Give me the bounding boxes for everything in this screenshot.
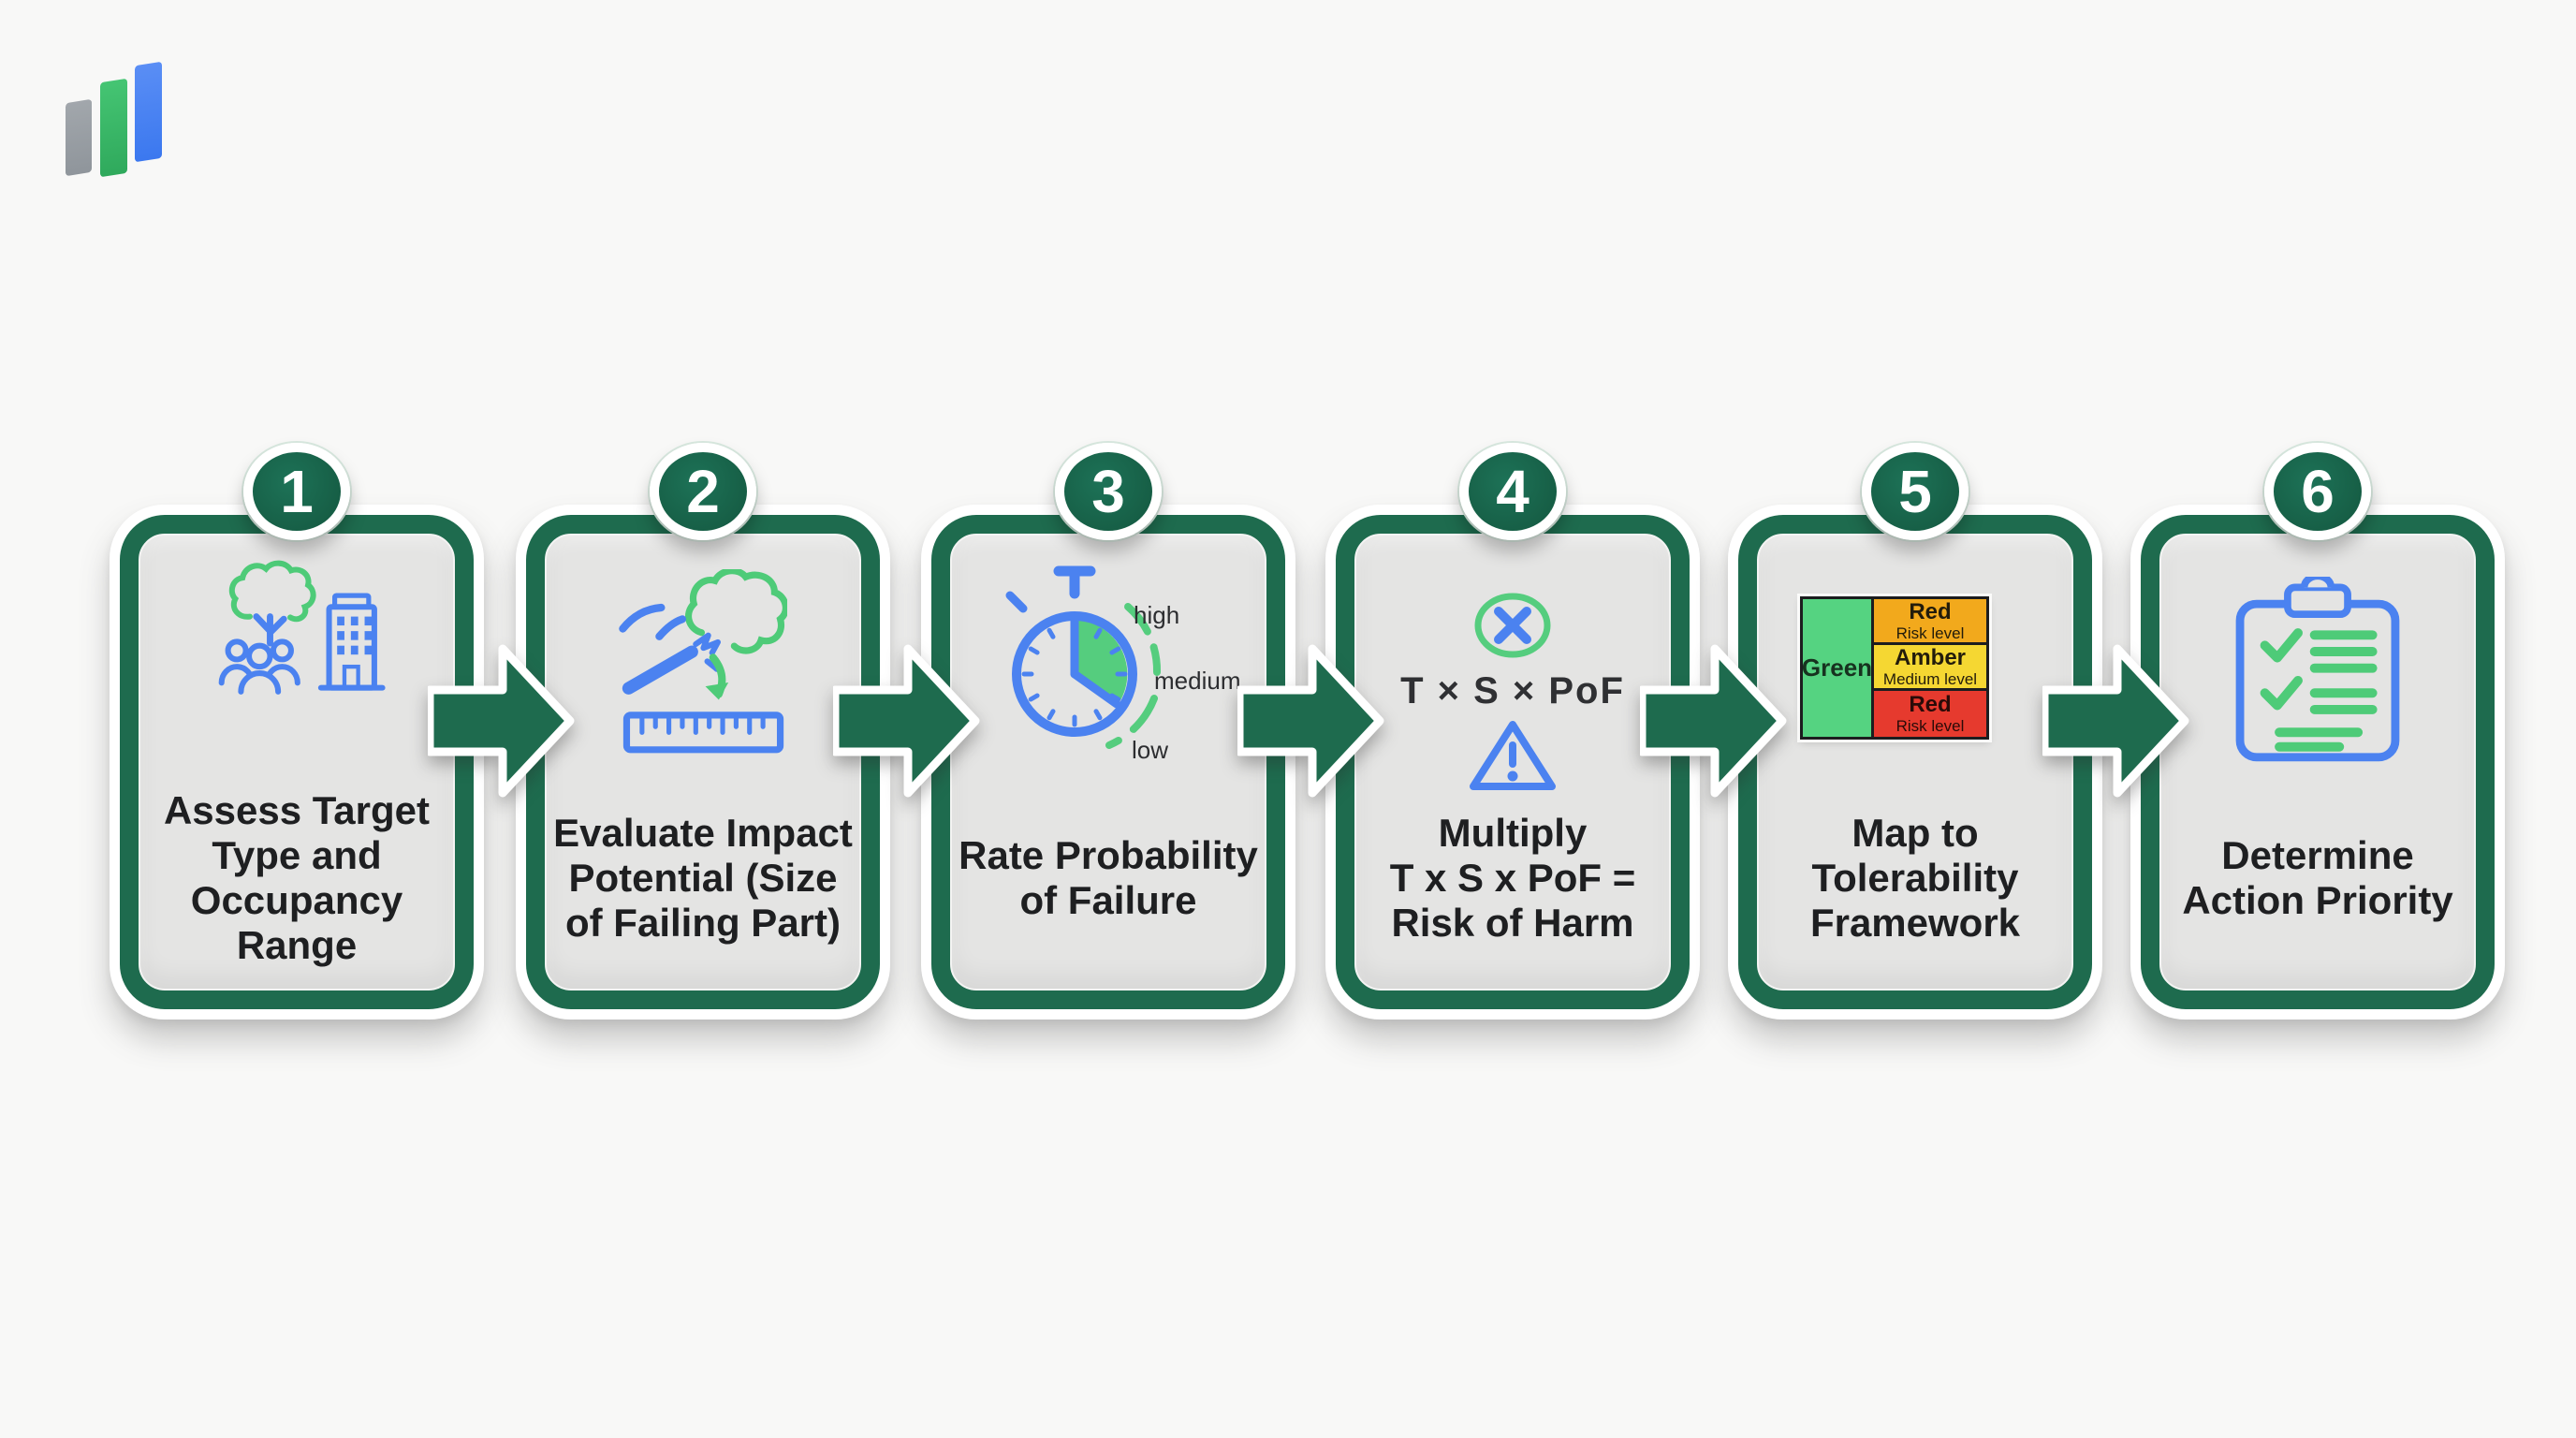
step-title-line: Range xyxy=(236,923,358,967)
step-number-badge: 6 xyxy=(2264,443,2371,540)
step-card-5: 5 Green Red Risk level Amber Medium leve… xyxy=(1728,443,2102,1020)
checklist-clipboard-icon xyxy=(2159,534,2476,796)
matrix-green-cell: Green xyxy=(1802,599,1874,737)
step-number: 6 xyxy=(2301,458,2334,525)
formula-text: T × S × PoF xyxy=(1400,670,1625,712)
tolerability-matrix: Green Red Risk level Amber Medium level … xyxy=(1800,596,1989,740)
step-card-body: Evaluate Impact Potential (Size of Faili… xyxy=(526,515,880,1009)
step-card-3: 3 xyxy=(921,443,1295,1020)
logo-bar-blue-icon xyxy=(135,61,162,163)
step-card-body: high medium low Rate Probability of Fail… xyxy=(931,515,1285,1009)
flow-arrow xyxy=(833,644,980,798)
step-card-2: 2 xyxy=(516,443,890,1020)
gauge-label-high: high xyxy=(1134,601,1180,629)
step-title-line: Rate Probability xyxy=(959,833,1258,877)
step-card-body: Green Red Risk level Amber Medium level … xyxy=(1738,515,2092,1009)
step-card-body: T × S × PoF Multiply T x S x PoF = Risk … xyxy=(1336,515,1690,1009)
step-number: 2 xyxy=(686,458,720,525)
step-title-line: Assess Target xyxy=(163,788,431,832)
gauge-label-medium: medium xyxy=(1154,667,1241,695)
step-number: 3 xyxy=(1091,458,1125,525)
step-title-line: of Failing Part) xyxy=(565,901,841,945)
step-title-line: Determine xyxy=(2221,833,2414,877)
step-title-line: Action Priority xyxy=(2182,878,2453,922)
step-title-line: Risk of Harm xyxy=(1391,901,1634,945)
brand-logo xyxy=(64,56,176,183)
step-title-line: Multiply xyxy=(1438,811,1588,855)
matrix-row-red: Red Risk level xyxy=(1874,691,1986,737)
step-number-badge: 4 xyxy=(1459,443,1566,540)
step-title: Assess Target Type and Occupancy Range xyxy=(146,786,447,970)
logo-bar-gray-icon xyxy=(66,98,92,177)
matrix-row-high: Red Risk level xyxy=(1874,599,1986,645)
step-title: Map to Tolerability Framework xyxy=(1764,786,2066,970)
step-card-4: 4 T × S × PoF Multiply xyxy=(1325,443,1700,1020)
step-title-line: Occupancy xyxy=(190,878,403,922)
step-title-line: T x S x PoF = xyxy=(1389,856,1636,900)
step-card-1: 1 xyxy=(110,443,484,1020)
step-title: Rate Probability of Failure xyxy=(958,786,1259,970)
stopwatch-gauge-icon: high medium low xyxy=(950,534,1266,796)
step-title-line: Tolerability xyxy=(1811,856,2019,900)
step-number: 5 xyxy=(1898,458,1932,525)
step-title-line: of Failure xyxy=(1019,878,1197,922)
step-number: 4 xyxy=(1496,458,1530,525)
flow-arrow xyxy=(1237,644,1384,798)
flow-arrow xyxy=(428,644,575,798)
step-title-line: Type and xyxy=(212,833,382,877)
matrix-row-medium: Amber Medium level xyxy=(1874,645,1986,691)
risk-matrix-icon: Green Red Risk level Amber Medium level … xyxy=(1757,534,2073,796)
multiply-circle-icon xyxy=(1474,593,1551,658)
flow-arrow xyxy=(2042,644,2189,798)
multiply-warning-icon: T × S × PoF xyxy=(1354,534,1671,796)
step-card-6: 6 xyxy=(2130,443,2505,1020)
step-title-line: Map to xyxy=(1852,811,1979,855)
step-title-line: Potential (Size xyxy=(568,856,838,900)
step-number-badge: 2 xyxy=(650,443,756,540)
step-title-line: Evaluate Impact xyxy=(553,811,853,855)
step-card-body: Determine Action Priority xyxy=(2141,515,2495,1009)
logo-bar-green-icon xyxy=(100,78,127,178)
tree-people-building-icon xyxy=(139,534,455,796)
step-number-badge: 1 xyxy=(243,443,350,540)
falling-branch-ruler-icon xyxy=(545,534,861,796)
step-title: Multiply T x S x PoF = Risk of Harm xyxy=(1362,786,1663,970)
step-title-line: Framework xyxy=(1809,901,2021,945)
warning-triangle-icon xyxy=(1470,721,1556,790)
step-number-badge: 3 xyxy=(1055,443,1162,540)
step-title: Evaluate Impact Potential (Size of Faili… xyxy=(552,786,854,970)
step-number-badge: 5 xyxy=(1862,443,1969,540)
step-title: Determine Action Priority xyxy=(2167,786,2468,970)
flow-arrow xyxy=(1640,644,1787,798)
gauge-label-low: low xyxy=(1132,736,1169,764)
step-number: 1 xyxy=(280,458,314,525)
step-card-body: Assess Target Type and Occupancy Range xyxy=(120,515,474,1009)
